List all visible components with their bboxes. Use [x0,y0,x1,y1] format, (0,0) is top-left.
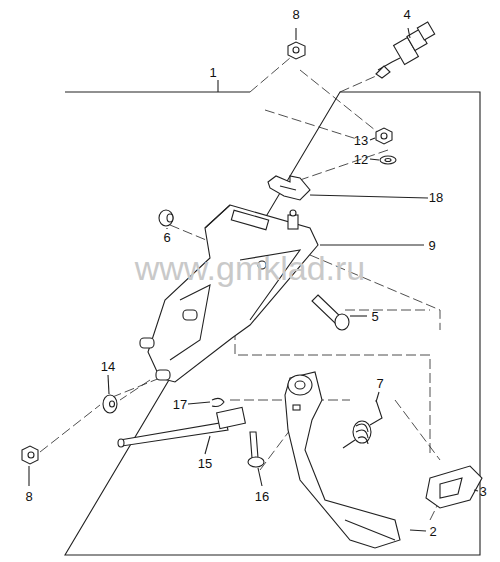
leader-line [350,315,367,316]
leader-line [258,468,262,486]
watermark: www.gmklad.ru [135,251,366,285]
callout-number: 12 [354,153,368,166]
callout-number: 9 [428,239,435,252]
push-rod [118,407,245,447]
callout-number: 18 [429,191,443,204]
callout-number: 8 [292,8,299,21]
clip [268,176,310,200]
callout-number: 17 [173,398,187,411]
clevis-pin [248,432,264,467]
callout-number: 3 [479,485,486,498]
leader-line [217,80,218,92]
leader-line [188,402,210,404]
callout-number: 6 [163,231,170,244]
callout-number: 16 [255,490,269,503]
callout-number: 8 [25,490,32,503]
spring-clip [212,398,224,406]
pedal-pad [426,466,482,508]
guide-lines [40,58,440,520]
leader-line [205,436,210,454]
switch-sensor [376,22,435,78]
leader-line [410,530,426,531]
leader-line [370,138,375,140]
leader-line [408,28,410,38]
leader-line [295,28,296,40]
pedal-bracket [140,205,318,382]
pedal-arm [285,372,400,548]
callout-number: 1 [209,66,216,79]
leader-line [370,159,379,160]
nut [22,446,38,464]
nut [376,128,392,144]
callout-number: 7 [376,377,383,390]
nut [288,42,305,59]
leader-line [320,244,424,245]
callout-number: 13 [354,134,368,147]
assembly-frame [65,92,480,555]
callout-number: 4 [403,8,410,21]
return-spring [343,400,382,448]
washer [380,156,396,164]
leader-line [108,375,109,394]
leader-line [166,228,167,229]
leader-line [310,195,428,198]
washer [103,395,117,413]
callout-number: 5 [371,310,378,323]
leader-line [28,466,29,486]
leader-line [376,392,379,402]
pivot-pin [312,295,349,330]
callout-number: 14 [101,360,115,373]
bushing [159,210,173,226]
leader-line [474,490,478,491]
callout-number: 2 [429,525,436,538]
callout-number: 15 [198,457,212,470]
